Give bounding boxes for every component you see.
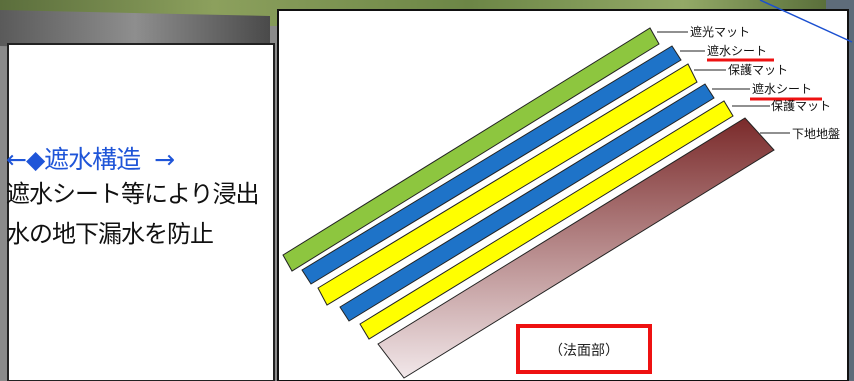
layer-ground bbox=[377, 117, 775, 379]
layer-shading-mat bbox=[282, 27, 660, 272]
arrow-left-icon: ← bbox=[6, 145, 27, 174]
layer-water-sheet-2 bbox=[339, 83, 715, 322]
left-panel bbox=[7, 43, 275, 381]
layer-label-protect-mat-1: 保護マット bbox=[728, 62, 788, 77]
layer-label-ground: 下地地盤 bbox=[792, 127, 840, 141]
layer-water-sheet-1 bbox=[301, 45, 682, 285]
wall-band bbox=[0, 10, 270, 52]
caption-text: （法面部） bbox=[549, 343, 619, 359]
left-description: ←◆遮水構造 → 遮水シート等により浸出水の地下漏水を防止 bbox=[6, 140, 268, 254]
layer-protect-mat-1 bbox=[317, 63, 698, 306]
arrow-right-icon: → bbox=[154, 145, 175, 174]
layer-label-protect-mat-2: 保護マット bbox=[771, 98, 831, 113]
caption-box bbox=[516, 324, 652, 374]
heading: ←◆遮水構造 → bbox=[6, 140, 268, 176]
layer-label-shading-mat: 遮光マット bbox=[690, 24, 750, 39]
heading-text: ◆遮水構造 bbox=[25, 145, 141, 174]
layer-label-water-sheet-1: 遮水シート bbox=[707, 43, 767, 58]
photo-pointer-line bbox=[759, 0, 853, 43]
layer-label-water-sheet-2: 遮水シート bbox=[752, 81, 812, 96]
body-text: 遮水シート等により浸出水の地下漏水を防止 bbox=[6, 180, 260, 248]
layer-protect-mat-2 bbox=[359, 100, 734, 340]
